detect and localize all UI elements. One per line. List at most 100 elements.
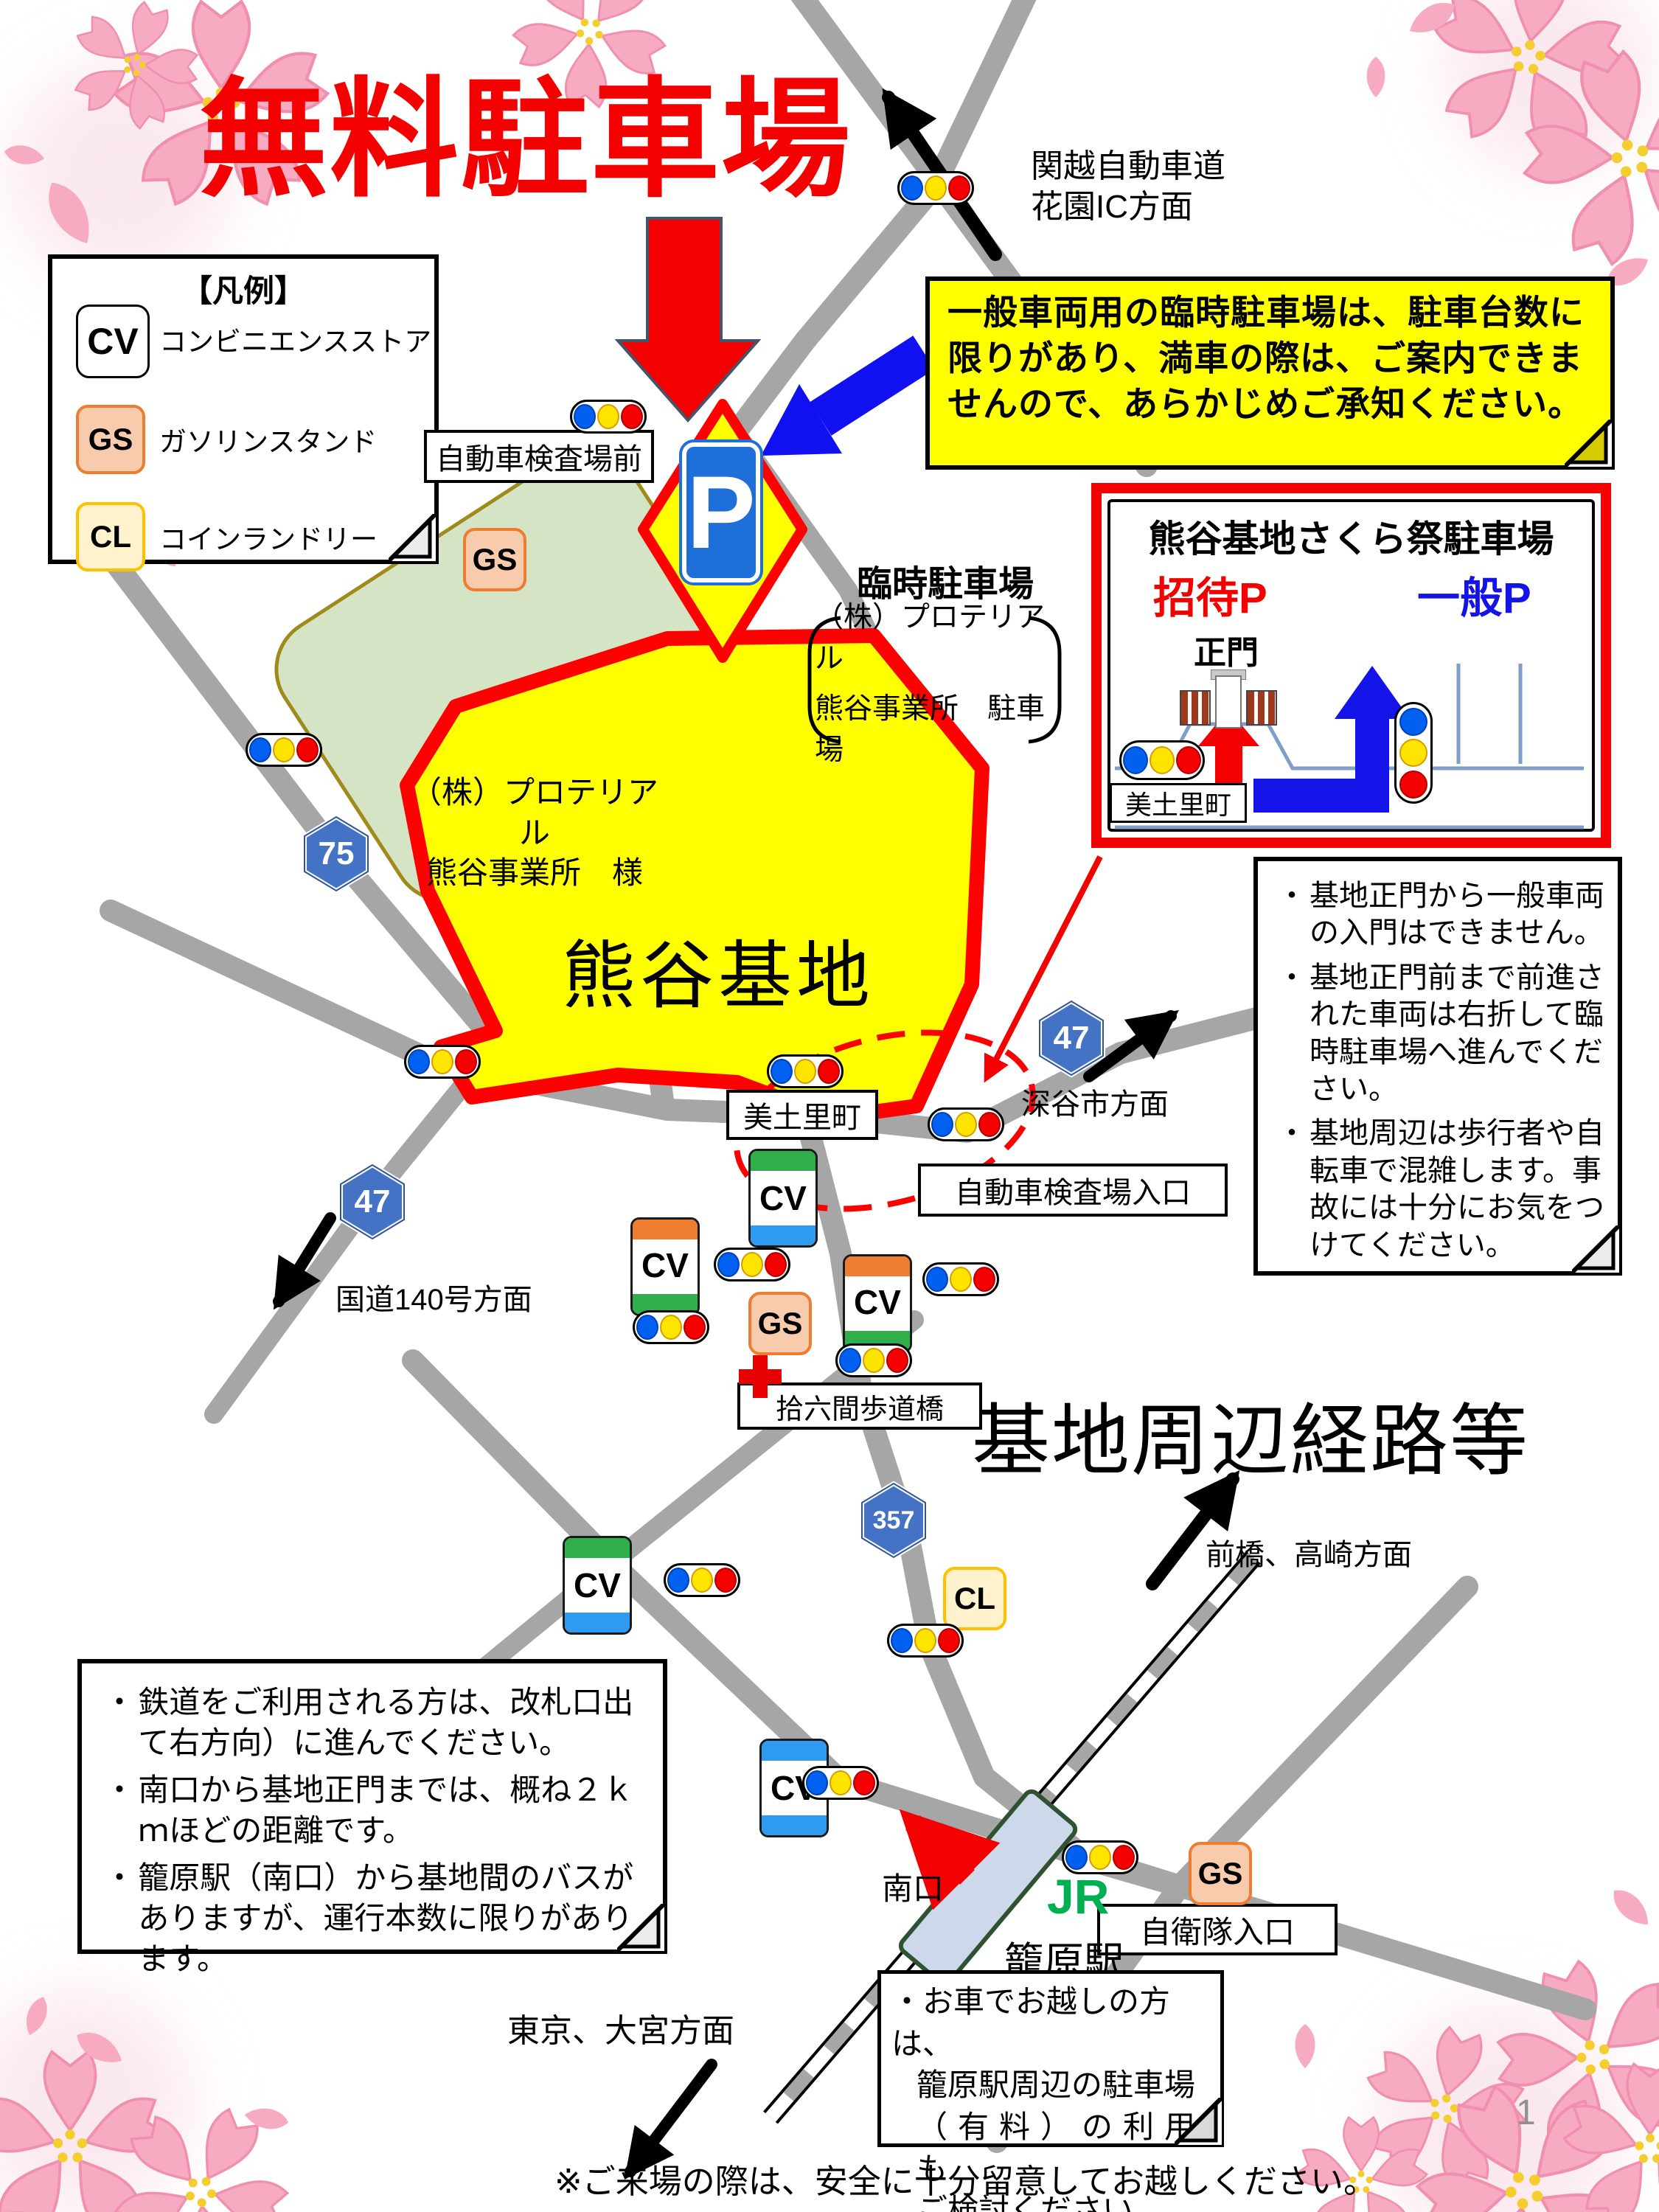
route-sign-number: 47 xyxy=(354,1183,391,1220)
legend-box: 【凡例】 CV コンビニエンスストア GS ガソリンスタンド CL コインランド… xyxy=(48,254,439,571)
traffic-light xyxy=(922,1262,999,1296)
cv-band xyxy=(751,1151,815,1171)
temp-parking-label: 臨時駐車場 xyxy=(857,565,1034,604)
parking-sign: P xyxy=(682,442,760,582)
gate-pillar-icon xyxy=(1246,690,1277,726)
traffic-light xyxy=(246,733,322,767)
yellow-notice-box: 一般車両用の臨時駐車場は、駐車台数に限りがあり、満車の際は、ご案内できませんので… xyxy=(925,276,1615,470)
cv-band xyxy=(633,1291,698,1314)
diagram-inner-border xyxy=(1107,499,1595,832)
fold-corner xyxy=(389,514,436,561)
car-notice-box: ・お車でお越しの方は、 籠原駅周辺の駐車場 （有料）の利用も ご検討ください。 xyxy=(877,1970,1224,2212)
car-notice-line: （有料）の利用も xyxy=(917,2110,1206,2186)
page-title: 無料駐車場 xyxy=(199,69,852,212)
legend-cv-label: コンビニエンスストア xyxy=(159,327,432,357)
legend-gs-icon: GS xyxy=(76,405,145,474)
note-text: 基地周辺は歩行者や自転車で混雑します。事故には十分にお気をつけてください。 xyxy=(1310,1117,1604,1262)
traffic-light xyxy=(802,1766,879,1800)
gs-icon-inspection: GS xyxy=(463,528,526,591)
label-midorimachi: 美土里町 xyxy=(726,1090,878,1140)
legend-gs-label: ガソリンスタンド xyxy=(159,427,378,457)
note-text: 南口から基地正門までは、概ね２ｋｍほどの距離です。 xyxy=(138,1773,634,1848)
note-item: ・基地周辺は歩行者や自転車で混雑します。事故には十分にお気をつけてください。 xyxy=(1277,1115,1607,1264)
bullet: ・ xyxy=(104,1773,136,1808)
cl-icon: CL xyxy=(943,1567,1006,1630)
bullet: ・ xyxy=(1277,1117,1307,1150)
fold-corner xyxy=(1175,2098,1222,2145)
traffic-light xyxy=(714,1248,790,1281)
footnote: ※ご来場の際は、安全に十分留意してお越しください。 xyxy=(554,2163,1377,2200)
cv-band xyxy=(762,1741,827,1761)
diagram-traffic-light xyxy=(1119,740,1205,780)
fold-corner xyxy=(1572,1225,1619,1273)
note-text: 基地正門から一般車両の入門はできません。 xyxy=(1310,880,1604,950)
bullet: ・ xyxy=(1277,961,1307,994)
traffic-light xyxy=(570,400,647,434)
label-inspection-entrance: 自動車検査場入口 xyxy=(918,1164,1228,1217)
route-sign-number: 47 xyxy=(1053,1020,1090,1056)
temp-parking-company: （株）プロテリアル xyxy=(815,602,1046,675)
gate-pillar-icon xyxy=(1180,690,1211,726)
fold-corner xyxy=(617,1904,664,1951)
right-notes-box: ・基地正門から一般車両の入門はできません。 ・基地正門前まで前進された車両は右折… xyxy=(1253,857,1622,1276)
fukaya-direction: 深谷市方面 xyxy=(1021,1088,1169,1121)
cv-text: CV xyxy=(854,1283,901,1321)
kanetsu-direction: 関越自動車道 花園IC方面 xyxy=(1031,146,1225,227)
proterial-label: （株）プロテリアル 熊谷事業所 様 xyxy=(398,773,671,894)
proterial-line1: （株）プロテリアル xyxy=(410,775,658,850)
temp-parking-site: 熊谷事業所 駐車場 xyxy=(815,693,1046,766)
jr-label: JR xyxy=(1047,1869,1110,1924)
cv-band xyxy=(751,1225,815,1245)
cv-icon-west: CV xyxy=(630,1217,700,1316)
cv-text: CV xyxy=(759,1179,807,1217)
diagram-traffic-light-vertical xyxy=(1394,702,1433,804)
car-notice-line: ご検討ください。 xyxy=(917,2193,1165,2212)
cv-band xyxy=(633,1220,698,1239)
traffic-light xyxy=(1062,1840,1138,1874)
traffic-light xyxy=(897,171,974,205)
diagram-midorimachi-label: 美土里町 xyxy=(1110,783,1247,823)
traffic-light xyxy=(404,1045,481,1079)
traffic-light xyxy=(928,1107,1004,1141)
station-notes-box: ・鉄道をご利用される方は、改札口出て右方向）に進んでください。 ・南口から基地正… xyxy=(77,1659,667,1976)
notice-arrow xyxy=(761,335,935,456)
diagram-gate-label: 正門 xyxy=(1194,635,1259,671)
note-item: ・鉄道をご利用される方は、改札口出て右方向）に進んでください。 xyxy=(104,1683,650,1763)
note-item: ・籠原駅（南口）から基地間のバスがありますが、運行本数に限りがあります。 xyxy=(104,1858,650,1979)
note-text: 籠原駅（南口）から基地間のバスがありますが、運行本数に限りがあります。 xyxy=(138,1860,634,1976)
traffic-light xyxy=(767,1054,844,1088)
fold-corner xyxy=(1565,420,1612,467)
temp-parking-note: （株）プロテリアル 熊谷事業所 駐車場 xyxy=(815,602,1058,766)
traffic-light xyxy=(633,1310,709,1344)
proterial-line2: 熊谷事業所 様 xyxy=(425,855,643,891)
diagram-invited-label: 招待P xyxy=(1153,574,1267,622)
yellow-notice-text: 一般車両用の臨時駐車場は、駐車台数に限りがあり、満車の際は、ご案内できませんので… xyxy=(947,293,1585,424)
car-notice-line: 籠原駅周辺の駐車場 xyxy=(917,2067,1196,2103)
label-jsdf-entrance: 自衛隊入口 xyxy=(1097,1904,1338,1955)
tokyo-direction: 東京、大宮方面 xyxy=(507,2013,734,2049)
route-sign-357: 357 xyxy=(858,1481,929,1559)
cv-band xyxy=(762,1815,827,1835)
title-arrow xyxy=(614,217,762,423)
cv-icon-east: CV xyxy=(843,1254,912,1353)
traffic-light xyxy=(664,1563,740,1597)
gate-booth-icon xyxy=(1215,675,1242,728)
note-text: 鉄道をご利用される方は、改札口出て右方向）に進んでください。 xyxy=(138,1685,634,1760)
cv-band xyxy=(565,1613,630,1632)
gs-icon-jsdf: GS xyxy=(1189,1842,1252,1905)
maebashi-direction: 前橋、高崎方面 xyxy=(1206,1539,1412,1571)
cv-icon-crossing: CV xyxy=(563,1536,632,1635)
legend-cl-icon: CL xyxy=(76,502,145,571)
bullet: ・ xyxy=(104,1685,136,1719)
bullet: ・ xyxy=(104,1860,136,1896)
label-jurokken-bridge: 拾六間歩道橋 xyxy=(737,1382,982,1430)
legend-title: 【凡例】 xyxy=(181,274,305,308)
note-item: ・基地正門から一般車両の入門はできません。 xyxy=(1277,877,1607,952)
route-sign-47-right: 47 xyxy=(1036,999,1107,1077)
bullet: ・ xyxy=(1277,880,1307,912)
route-sign-75: 75 xyxy=(301,815,372,893)
car-notice-line: ・お車でお越しの方は、 xyxy=(891,1984,1171,2061)
gs-icon-jurokken: GS xyxy=(748,1292,812,1355)
cv-text: CV xyxy=(574,1566,621,1604)
